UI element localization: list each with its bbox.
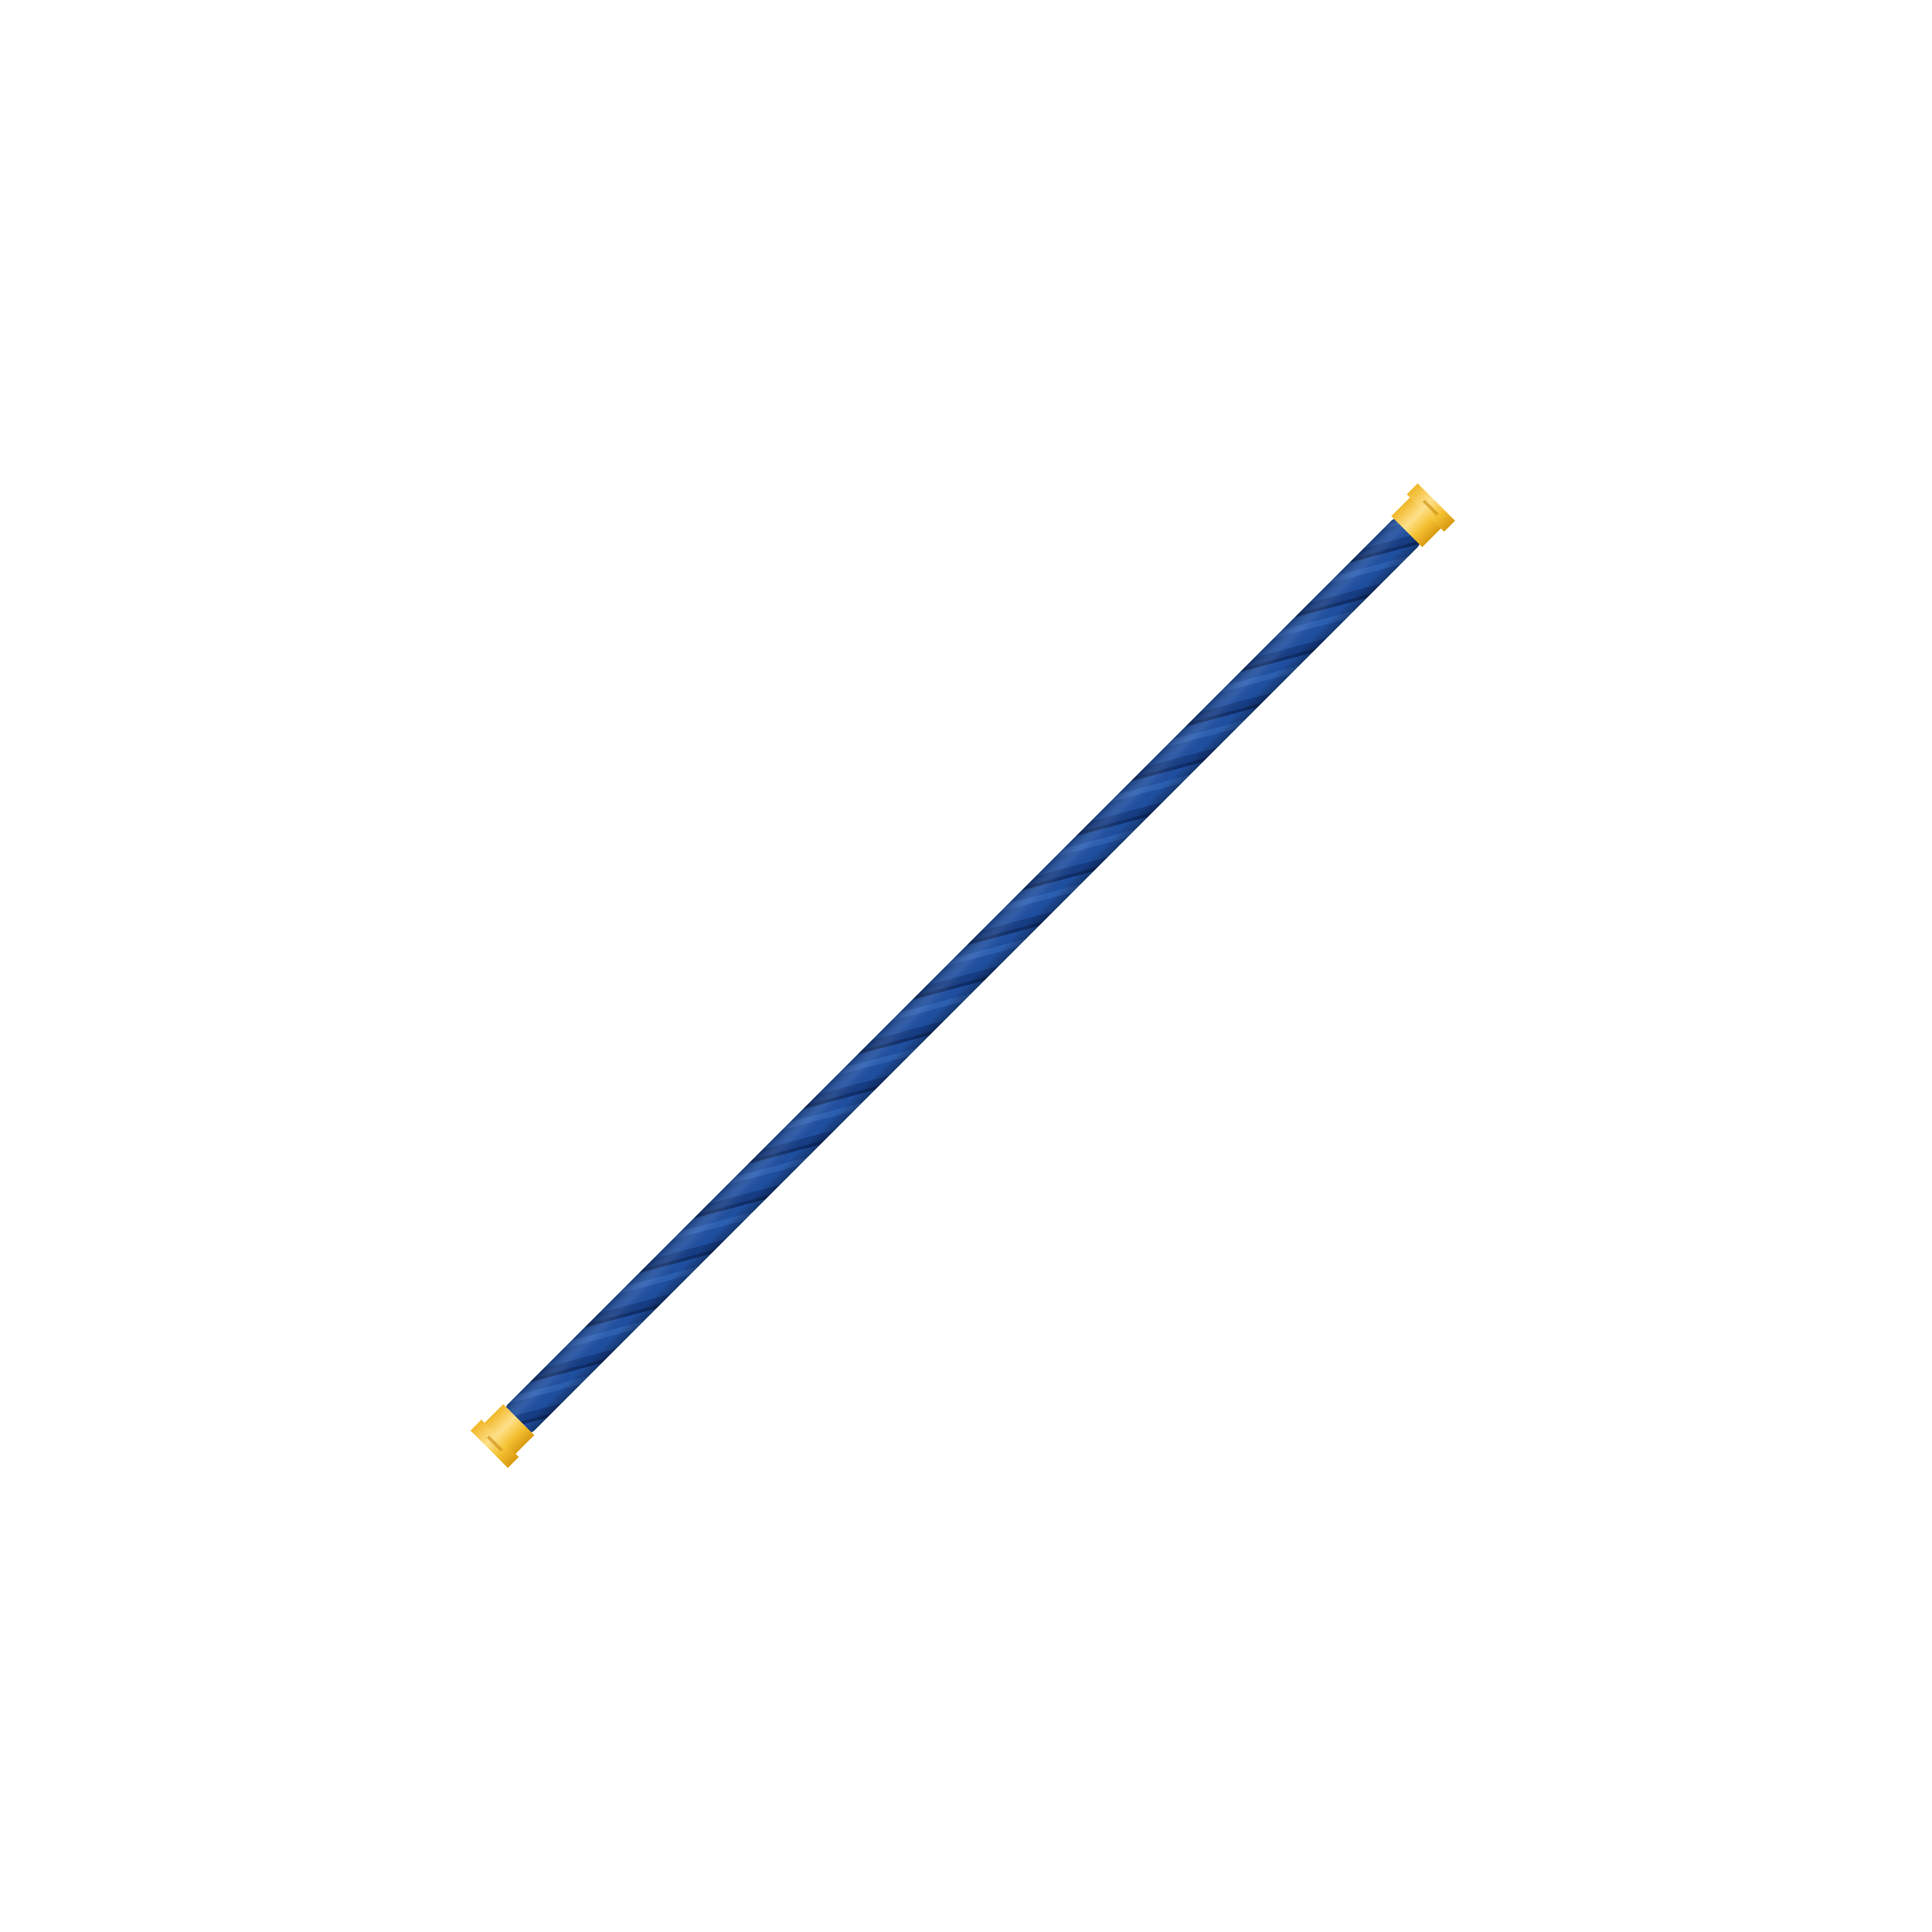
end-cap-left — [470, 1404, 534, 1468]
twisted-rope — [506, 519, 1420, 1433]
cable-bracelet — [470, 483, 1455, 1468]
end-cap-right — [1391, 483, 1455, 548]
